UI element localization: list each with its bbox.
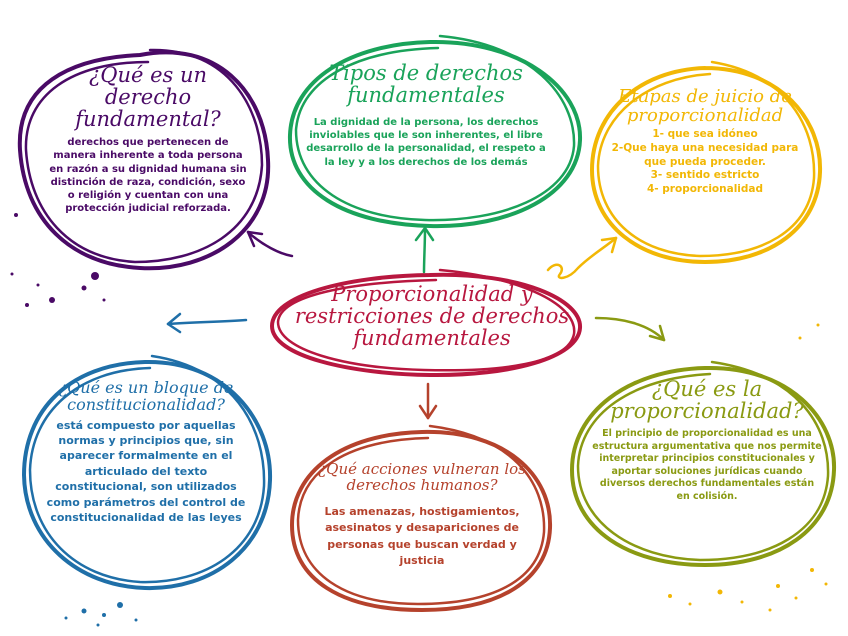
- acciones-body: Las amenazas, hostigamientos, asesinatos…: [310, 504, 534, 570]
- node-tipos-derechos: Tipos de derechos fundamentales La digni…: [300, 62, 552, 169]
- etapas-title: Etapas de juicio de proporcionalidad: [602, 88, 808, 126]
- tipos-title: Tipos de derechos fundamentales: [300, 62, 552, 106]
- etapa-step-2: 2-Que haya una necesidad para que pueda …: [602, 142, 808, 170]
- arrow-to-tipos: [416, 228, 433, 272]
- arrow-to-acciones: [420, 384, 436, 418]
- tipos-body: La dignidad de la persona, los derechos …: [300, 116, 552, 169]
- derecho-fundamental-title: ¿Qué es un derecho fundamental?: [48, 64, 248, 130]
- node-etapas: Etapas de juicio de proporcionalidad 1- …: [602, 88, 808, 197]
- etapa-step-4: 4- proporcionalidad: [602, 183, 808, 197]
- center-topic-title: Proporcionalidad y restricciones de dere…: [282, 283, 582, 349]
- node-acciones: ¿Qué acciones vulneran los derechos huma…: [310, 462, 534, 570]
- proporcionalidad-body: El principio de proporcionalidad es una …: [592, 428, 822, 503]
- arrow-to-proporcionalidad: [596, 318, 664, 340]
- acciones-title: ¿Qué acciones vulneran los derechos huma…: [310, 462, 534, 494]
- arrow-to-bloque: [168, 314, 246, 332]
- splatter-blue: [65, 602, 138, 627]
- derecho-fundamental-body: derechos que pertenecen de manera inhere…: [48, 136, 248, 215]
- arrow-to-derecho: [248, 232, 292, 256]
- etapa-step-1: 1- que sea idóneo: [602, 128, 808, 142]
- node-derecho-fundamental: ¿Qué es un derecho fundamental? derechos…: [48, 64, 248, 215]
- node-bloque: ¿Qué es un bloque de constitucionalidad?…: [38, 380, 254, 525]
- arrow-to-etapas: [548, 238, 616, 278]
- bloque-title: ¿Qué es un bloque de constitucionalidad?: [38, 380, 254, 414]
- splatter-purple: [11, 213, 106, 307]
- bloque-body: está compuesto por aquellas normas y pri…: [38, 418, 254, 526]
- etapas-steps: 1- que sea idóneo 2-Que haya una necesid…: [602, 128, 808, 197]
- node-proporcionalidad: ¿Qué es la proporcionalidad? El principi…: [592, 378, 822, 503]
- etapa-step-3: 3- sentido estricto: [602, 169, 808, 183]
- proporcionalidad-title: ¿Qué es la proporcionalidad?: [592, 378, 822, 422]
